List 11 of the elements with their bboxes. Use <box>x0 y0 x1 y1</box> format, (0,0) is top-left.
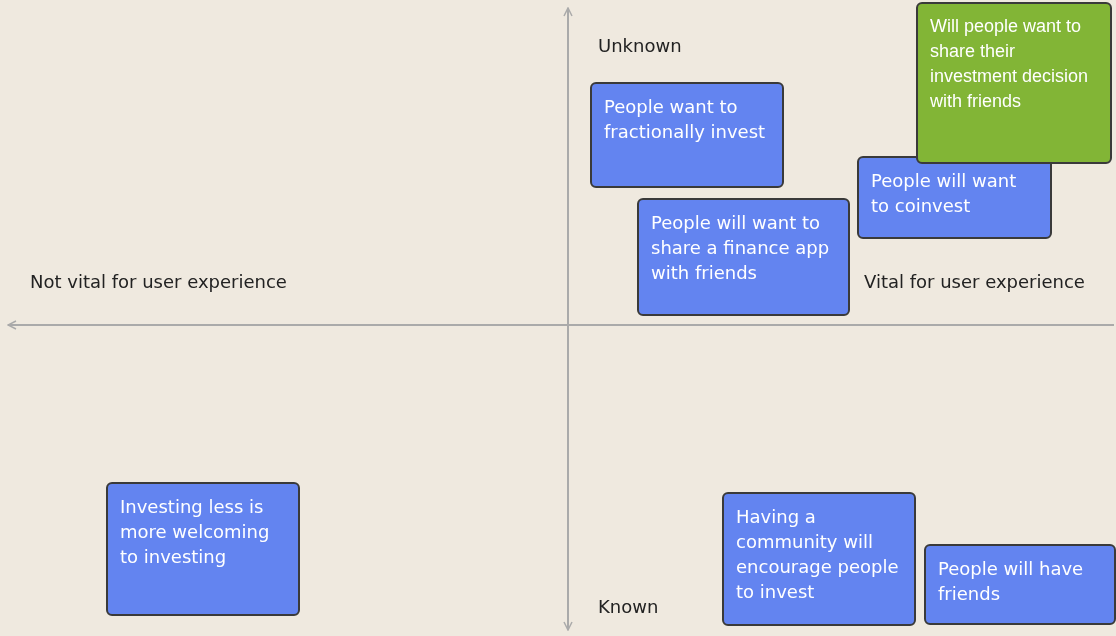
axis-label: Vital for user experience <box>864 271 1085 292</box>
sticky-note: People will want to share a finance app with friends <box>637 198 850 316</box>
axis-label: Unknown <box>598 35 682 56</box>
axis-label: Not vital for user experience <box>30 271 287 292</box>
axis-label: Known <box>598 596 659 617</box>
sticky-note: Investing less is more welcoming to investing <box>106 482 300 616</box>
sticky-note: People will want to coinvest <box>857 156 1052 239</box>
sticky-note: Will people want to share their investment decision with friends <box>916 2 1112 164</box>
sticky-note: People want to fractionally invest <box>590 82 784 188</box>
sticky-note: Having a community will encourage people to invest <box>722 492 916 626</box>
sticky-note: People will have friends <box>924 544 1116 625</box>
